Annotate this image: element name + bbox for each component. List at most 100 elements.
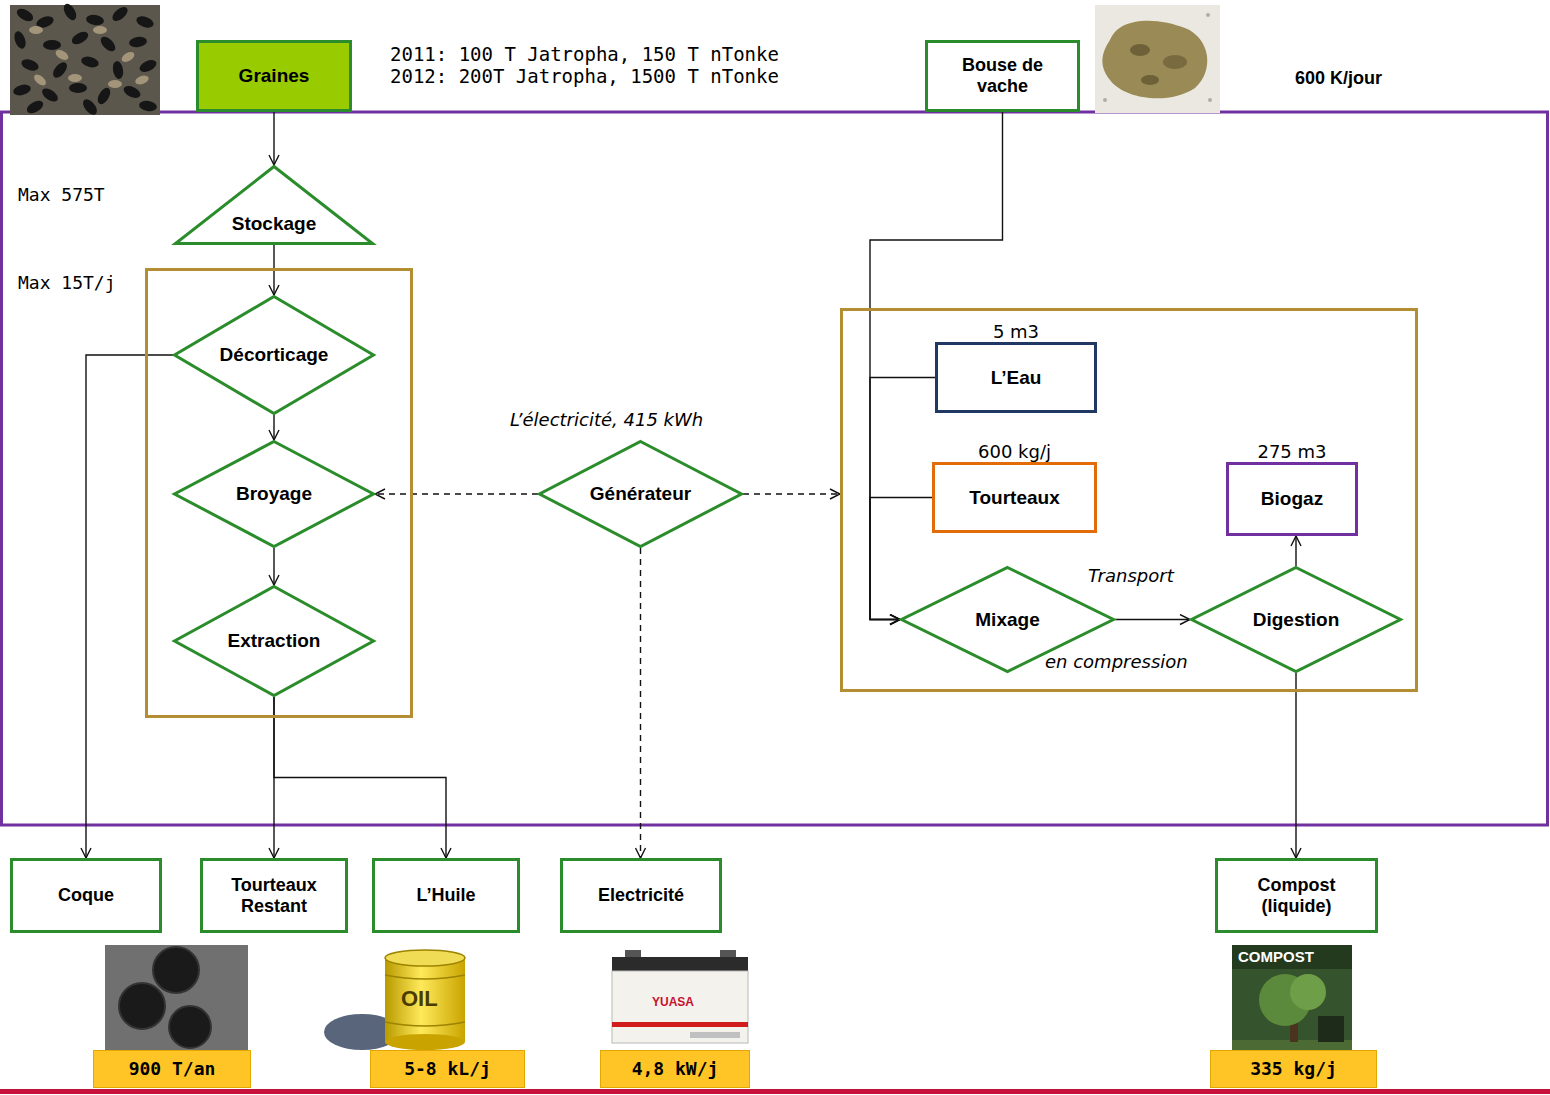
flow-connector xyxy=(273,548,274,585)
seeds-photo xyxy=(12,83,32,97)
oil-barrel xyxy=(385,1022,465,1026)
product-box: Compost (liquide) xyxy=(1215,858,1378,933)
process-diamond: Broyage xyxy=(173,440,375,548)
flow-connector xyxy=(1295,673,1296,858)
seeds-photo xyxy=(112,60,125,79)
node-label: Extraction xyxy=(228,630,321,652)
flow-connector xyxy=(273,415,274,440)
connector-group xyxy=(86,112,1296,858)
product-box: Coque xyxy=(10,858,162,933)
input-box: 600 kg/jTourteaux xyxy=(932,462,1097,533)
seeds-photo xyxy=(93,26,107,34)
heading-label: 600 kg/j xyxy=(935,441,1094,462)
edge-label: Transport xyxy=(1088,566,1174,587)
flow-connector xyxy=(870,498,932,620)
input-box: Bouse de vache xyxy=(925,40,1080,112)
value-box: 5-8 kL/j xyxy=(370,1050,525,1088)
oil-barrel xyxy=(385,958,465,1042)
power-connector xyxy=(640,548,641,858)
node-label: Tourteaux Restant xyxy=(214,875,334,916)
node-label: 4,8 kW/j xyxy=(632,1059,719,1080)
flow-connector xyxy=(870,378,935,620)
compost-cover xyxy=(1232,945,1352,1050)
capacity-label: Max 575T xyxy=(18,185,105,206)
briquette-photo xyxy=(119,983,165,1029)
seeds-photo xyxy=(15,6,36,24)
dung-photo xyxy=(1130,44,1150,56)
node-label: Générateur xyxy=(590,483,691,505)
dung-photo xyxy=(1103,98,1107,102)
seeds-photo xyxy=(54,48,70,62)
briquette-photo xyxy=(153,947,199,993)
flow-connector xyxy=(274,697,446,858)
seeds-photo xyxy=(108,80,122,88)
seeds-photo xyxy=(128,36,147,49)
seeds-photo xyxy=(138,58,159,75)
node-label: Décorticage xyxy=(220,344,329,366)
seeds-photo xyxy=(12,2,158,117)
seeds-photo xyxy=(12,30,28,50)
dung-photo xyxy=(1206,13,1210,17)
cover-title: COMPOST xyxy=(1238,948,1314,965)
battery-icon xyxy=(612,1022,748,1027)
flow-connector xyxy=(1115,619,1190,620)
dung-photo xyxy=(1208,98,1212,102)
seeds-photo xyxy=(29,26,43,34)
diamond-shape xyxy=(1192,568,1401,672)
battery-icon xyxy=(720,950,736,958)
compost-cover xyxy=(1232,945,1352,1050)
heading-label: Max 15T/j xyxy=(18,272,116,293)
value-box: 335 kg/j xyxy=(1210,1050,1377,1088)
diamond-shape xyxy=(175,297,374,414)
node-label: Mixage xyxy=(975,609,1039,631)
seeds-photo xyxy=(80,97,99,117)
seeds-photo xyxy=(85,14,104,27)
product-box: Tourteaux Restant xyxy=(200,858,348,933)
node-label: Broyage xyxy=(236,483,312,505)
note-label: 2012: 200T Jatropha, 1500 T nTonke xyxy=(390,66,779,88)
seeds-photo xyxy=(10,2,160,117)
diamond-shape xyxy=(175,587,374,696)
heading-label: 5 m3 xyxy=(938,321,1094,342)
battery-icon xyxy=(690,1032,740,1038)
node-label: Biogaz xyxy=(1261,488,1323,510)
node-label: Stockage xyxy=(232,213,316,235)
triangle-shape xyxy=(176,167,373,244)
plant-boundary xyxy=(2,112,1548,825)
seeds-photo xyxy=(10,5,160,115)
input-box: Graines xyxy=(196,40,352,112)
oil-barrel xyxy=(324,950,465,1050)
process-group: 5 m3L’Eau600 kg/jTourteaux275 m3BiogazMi… xyxy=(840,308,1418,692)
power-connector xyxy=(743,493,840,494)
node-label: Electricité xyxy=(598,885,684,906)
product-box: L’Huile xyxy=(372,858,520,933)
seeds-photo xyxy=(29,26,150,88)
edge-note: en compression xyxy=(1045,652,1188,673)
dung-photo xyxy=(1095,5,1220,113)
seeds-photo xyxy=(50,60,69,80)
node-label: Tourteaux xyxy=(969,487,1059,509)
seeds-photo xyxy=(120,50,136,64)
briquette-photo xyxy=(105,945,248,1050)
value-box: 900 T/an xyxy=(93,1050,251,1088)
flow-connector xyxy=(86,355,173,858)
node-label: Digestion xyxy=(1253,609,1340,631)
seeds-photo xyxy=(25,98,46,116)
seeds-photo xyxy=(43,40,61,50)
battery-brand: YUASA xyxy=(652,996,694,1010)
seeds-photo xyxy=(134,74,150,86)
node-label: L’Eau xyxy=(991,367,1042,389)
product-box: Electricité xyxy=(560,858,722,933)
node-label: Coque xyxy=(58,885,114,906)
seeds-photo xyxy=(68,74,82,82)
battery-icon xyxy=(625,950,641,958)
node-label: Bouse de vache xyxy=(948,55,1058,96)
seeds-photo xyxy=(138,100,157,113)
flow-connector xyxy=(1295,536,1296,566)
seeds-photo xyxy=(20,57,40,73)
process-diamond: Extraction xyxy=(173,585,375,697)
power-connector xyxy=(375,493,538,494)
dung-photo xyxy=(1095,5,1220,113)
seeds-photo xyxy=(110,4,130,23)
dung-photo xyxy=(1163,55,1187,69)
